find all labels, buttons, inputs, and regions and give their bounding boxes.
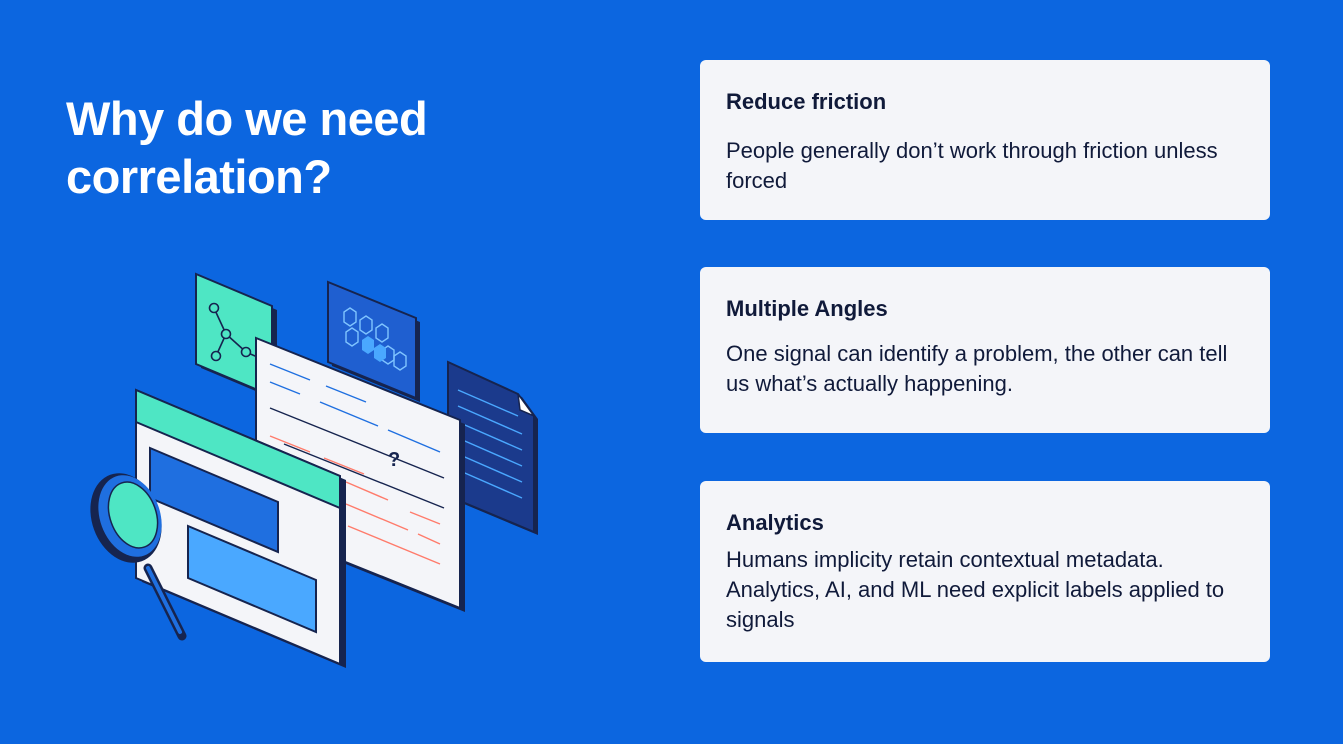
card-heading: Multiple Angles: [726, 296, 888, 321]
network-graph-icon: [195, 272, 277, 400]
hexagon-grid-icon: [327, 280, 420, 402]
browser-window: [135, 388, 346, 668]
card-heading: Analytics: [726, 510, 824, 535]
card-analytics: Analytics Humans implicity retain contex…: [700, 481, 1270, 662]
question-mark: ?: [388, 449, 400, 471]
card-body: Humans implicity retain contextual metad…: [726, 547, 1225, 632]
card-body: One signal can identify a problem, the o…: [726, 341, 1228, 396]
magnifying-glass-icon: [90, 473, 187, 641]
card-multiple-angles: Multiple Angles One signal can identify …: [700, 267, 1270, 433]
correlation-illustration: ?: [90, 272, 538, 668]
card-body: People generally don’t work through fric…: [726, 138, 1218, 193]
card-reduce-friction: Reduce friction People generally don’t w…: [700, 60, 1270, 220]
card-heading: Reduce friction: [726, 89, 887, 114]
page-title: Why do we need correlation?: [66, 92, 428, 203]
document-icon: [447, 360, 538, 535]
